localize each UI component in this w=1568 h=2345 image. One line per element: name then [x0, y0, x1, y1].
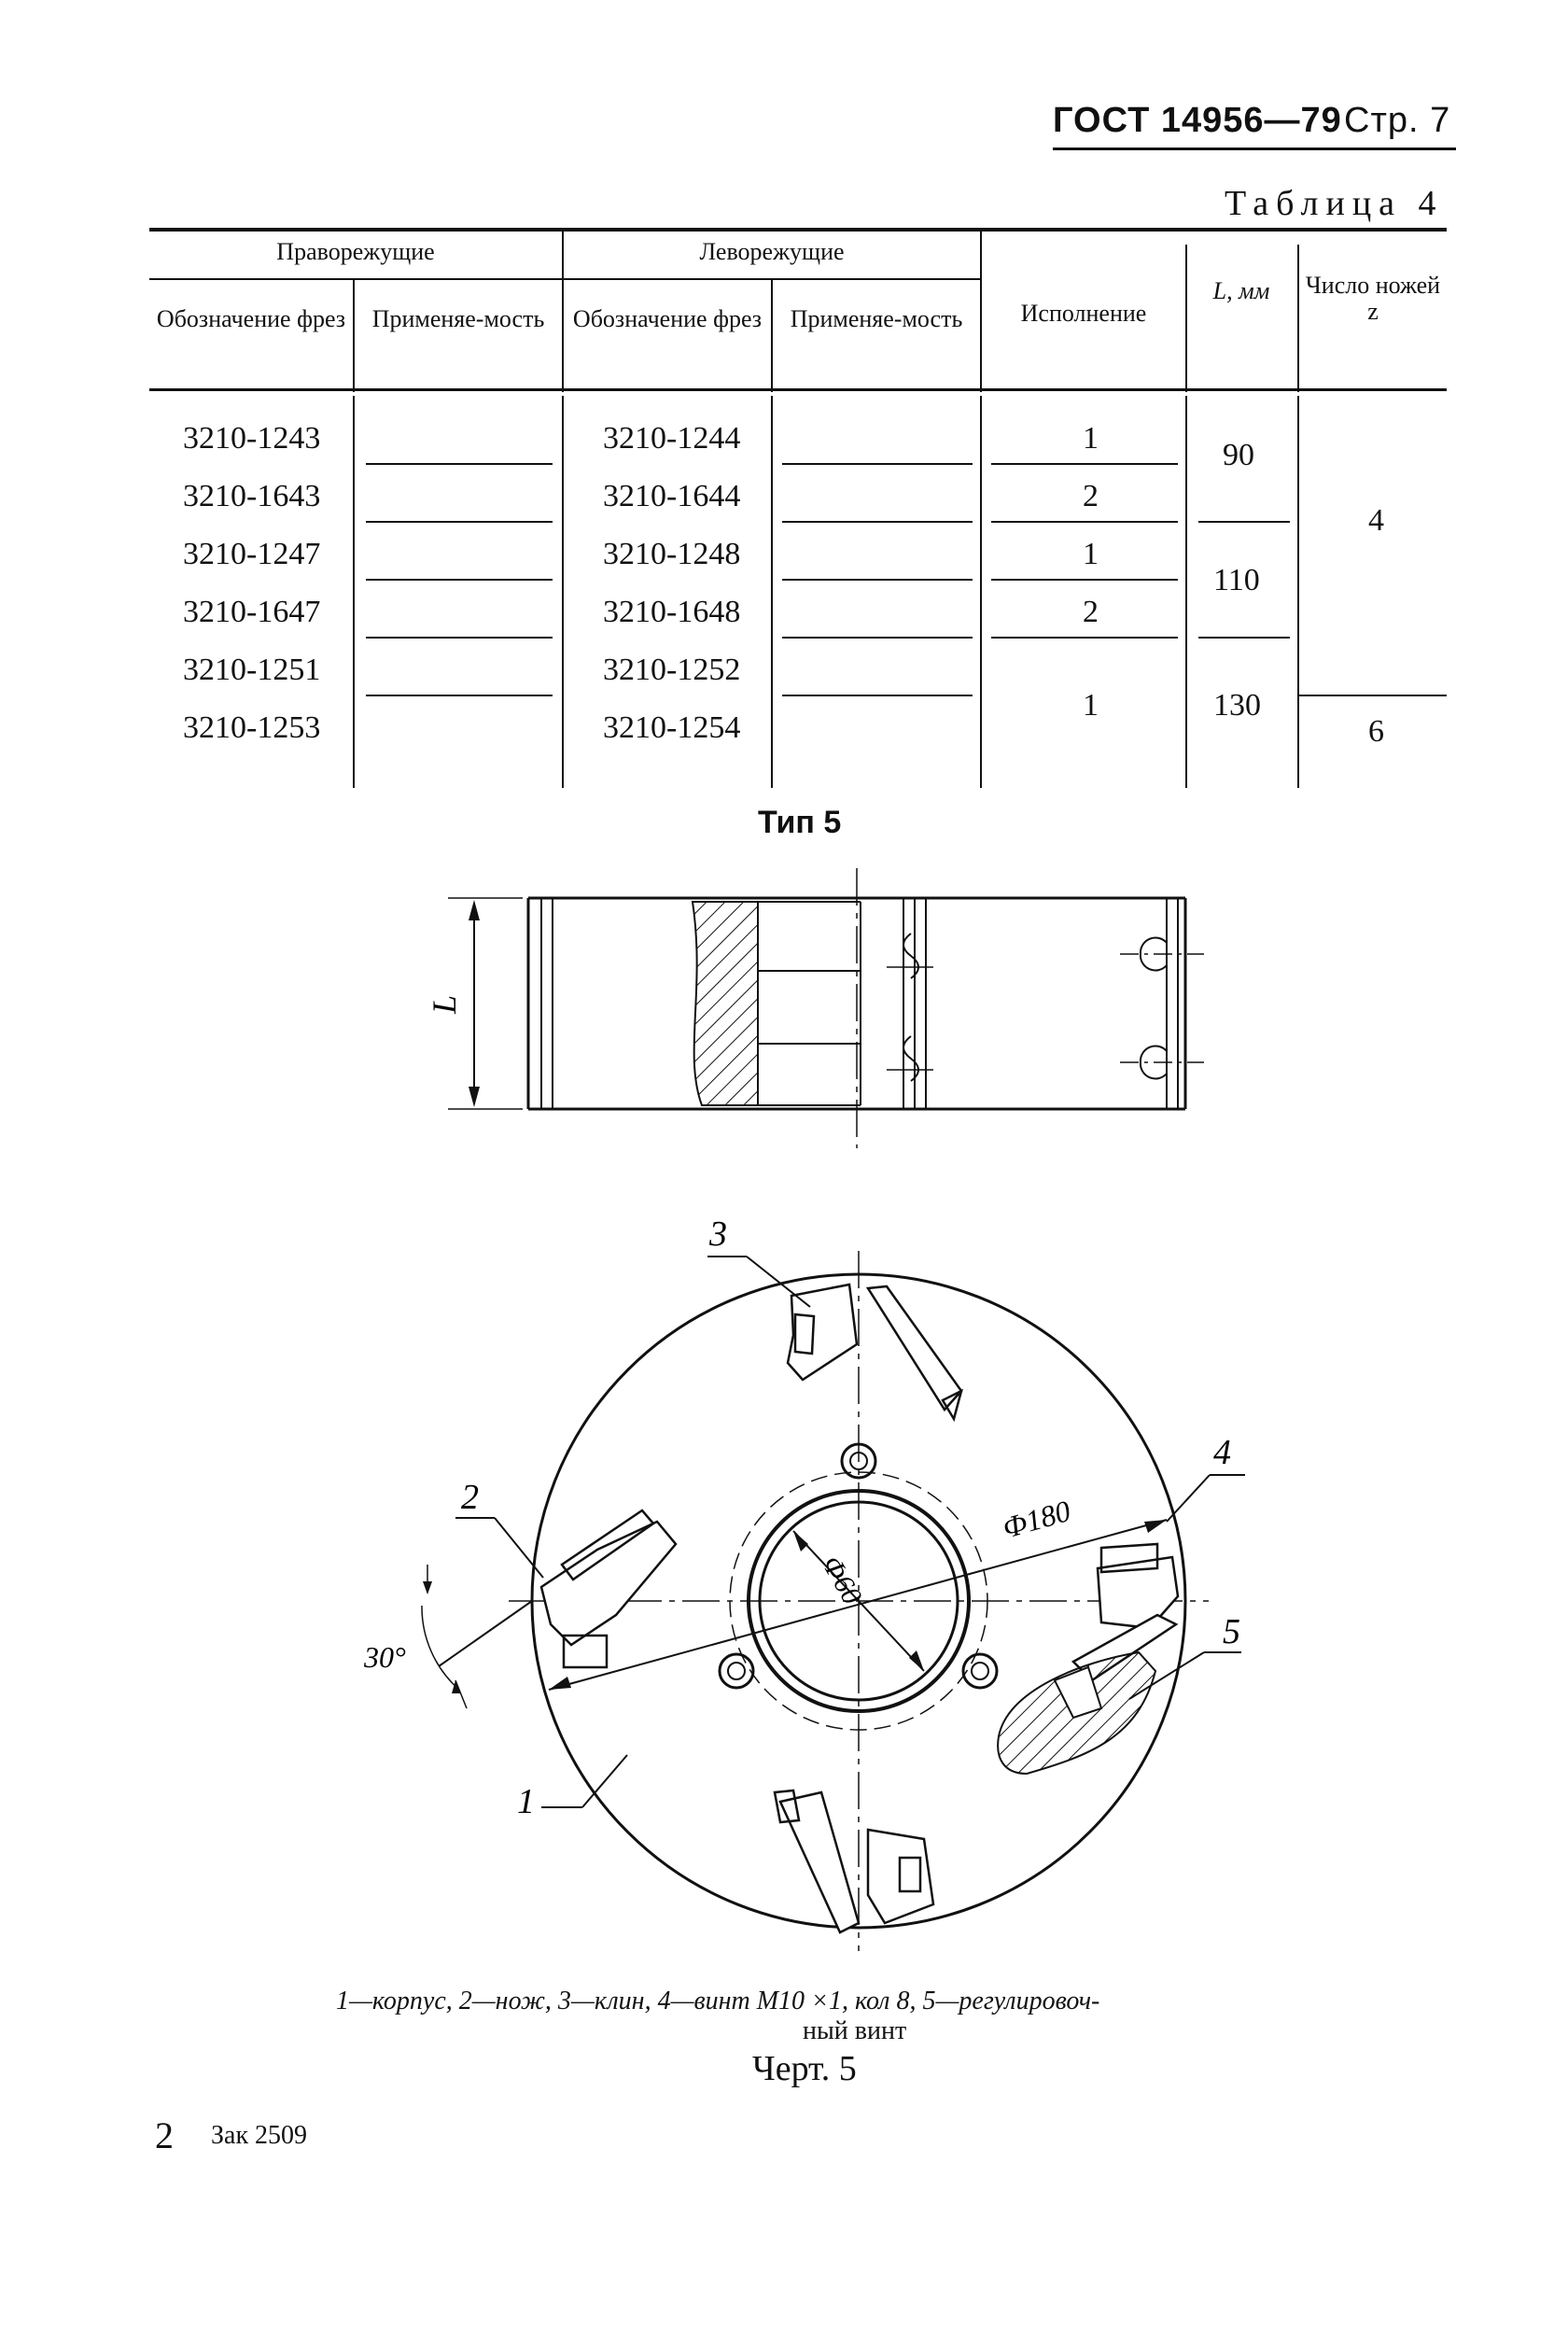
legend-line-2: ный винт [803, 2016, 907, 2045]
header-designation-left: Обозначение фрез [572, 305, 763, 332]
row-rule [991, 463, 1178, 465]
header-applicability-right: Применяе-мость [371, 305, 545, 332]
legend-line-1: 1—корпус, 2—нож, 3—клин, 4—винт М10 ×1, … [336, 1987, 1100, 2015]
table-cell: 2 [1083, 479, 1099, 513]
vline [1297, 245, 1299, 392]
table-cell: 3210-1252 [603, 653, 741, 687]
table-cell: 1 [1083, 421, 1099, 456]
type-label: Тип 5 [758, 805, 842, 840]
row-rule [1299, 695, 1447, 696]
header-applicability-left: Применяе-мость [790, 305, 963, 332]
table-cell: 2 [1083, 595, 1099, 629]
dimension-L: L [426, 995, 463, 1015]
table-cell: 3210-1648 [603, 595, 741, 629]
row-rule [782, 637, 973, 639]
row-rule [366, 695, 553, 696]
table-cell: 110 [1213, 563, 1260, 597]
vline [1185, 396, 1187, 788]
table-cell: 3210-1643 [183, 479, 321, 513]
vline [771, 396, 773, 788]
angle-label: 30° [363, 1640, 406, 1674]
vline [353, 396, 355, 788]
table-caption: Таблица 4 [1225, 184, 1444, 223]
table-cell: 3210-1247 [183, 537, 321, 571]
row-rule [366, 637, 553, 639]
vline [562, 396, 564, 788]
vline [562, 232, 564, 392]
row-rule [366, 463, 553, 465]
row-rule [782, 463, 973, 465]
header-length: L, мм [1212, 277, 1270, 304]
table-top-rule [149, 228, 1447, 232]
table-cell: 3210-1248 [603, 537, 741, 571]
group-rule [149, 278, 980, 280]
header-left-cutting: Леворежущие [699, 238, 845, 265]
front-view [421, 1251, 1245, 1951]
row-rule [991, 579, 1178, 581]
table-cell: 3210-1254 [603, 710, 741, 745]
table-cell: 3210-1644 [603, 479, 741, 513]
header-execution: Исполнение [1020, 300, 1147, 327]
dimension-d180: Ф180 [999, 1494, 1074, 1545]
side-view [448, 868, 1204, 1148]
vline [1297, 396, 1299, 788]
table-cell: 4 [1368, 503, 1384, 538]
header-rule [1053, 147, 1456, 150]
table-cell: 3210-1243 [183, 421, 321, 456]
table-cell: 90 [1223, 438, 1254, 472]
page-number: Стр. 7 [1344, 101, 1451, 140]
header-bottom-rule [149, 388, 1447, 391]
row-rule [991, 521, 1178, 523]
row-rule [991, 637, 1178, 639]
row-rule [1198, 521, 1290, 523]
footer-page-number: 2 [155, 2114, 174, 2156]
callout-5: 5 [1223, 1612, 1240, 1651]
table-cell: 3210-1251 [183, 653, 321, 687]
table-cell: 1 [1083, 688, 1099, 723]
callout-1: 1 [517, 1782, 535, 1821]
vline [771, 278, 773, 392]
row-rule [782, 579, 973, 581]
callout-3: 3 [708, 1215, 727, 1254]
vline [1185, 245, 1187, 392]
row-rule [366, 579, 553, 581]
row-rule [782, 695, 973, 696]
header-right-cutting: Праворежущие [276, 238, 435, 265]
table-cell: 3210-1647 [183, 595, 321, 629]
standard-number: ГОСТ 14956—79 [1053, 101, 1342, 140]
callout-4: 4 [1213, 1433, 1231, 1472]
header-knives: Число ножей z [1305, 272, 1441, 325]
footer-order: Зак 2509 [211, 2121, 308, 2150]
vline [980, 232, 982, 392]
table-cell: 130 [1213, 688, 1261, 723]
row-rule [782, 521, 973, 523]
header-designation-right: Обозначение фрез [156, 305, 346, 332]
table-cell: 6 [1368, 714, 1384, 749]
vline [353, 278, 355, 392]
table-cell: 1 [1083, 537, 1099, 571]
callout-2: 2 [461, 1478, 479, 1517]
table-cell: 3210-1253 [183, 710, 321, 745]
table-cell: 3210-1244 [603, 421, 741, 456]
figure-label: Черт. 5 [752, 2049, 857, 2088]
row-rule [366, 521, 553, 523]
vline [980, 396, 982, 788]
row-rule [1198, 637, 1290, 639]
